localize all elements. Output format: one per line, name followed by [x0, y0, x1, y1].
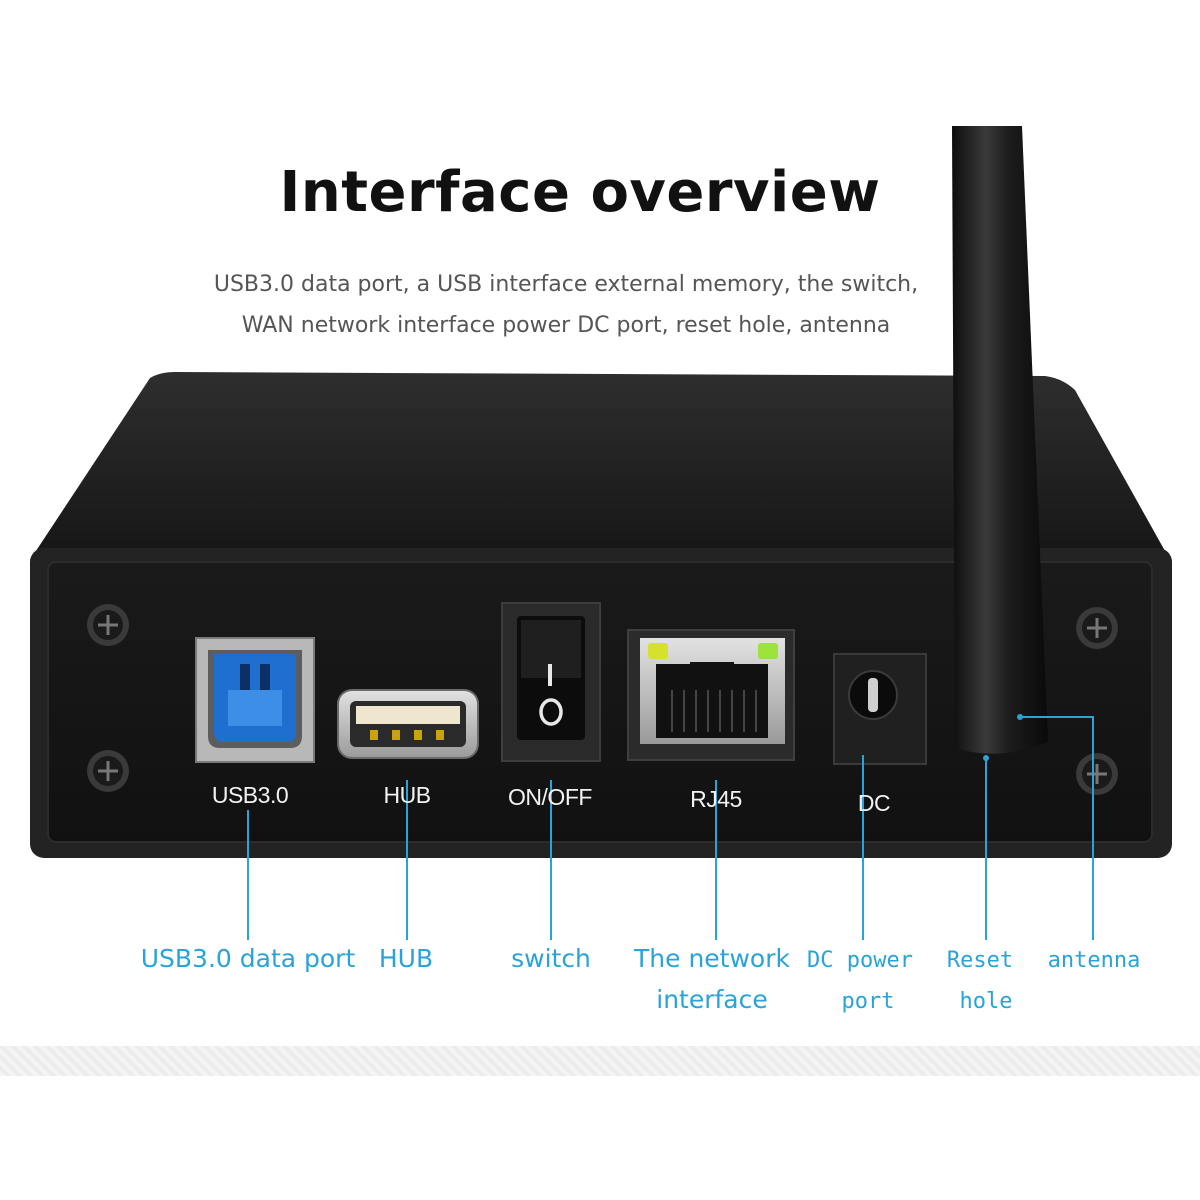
- callout-switch: switch: [511, 944, 591, 973]
- subtitle-line-2: WAN network interface power DC port, res…: [241, 313, 891, 338]
- callout-usb30-data-port: USB3.0 data port: [140, 944, 356, 973]
- callout-leader-lines: [247, 716, 1094, 940]
- screw-icon: [1076, 753, 1118, 795]
- subtitle-line-1: USB3.0 data port, a USB interface extern…: [213, 272, 919, 297]
- antenna-icon: [952, 126, 1048, 754]
- screw-icon: [87, 750, 129, 792]
- power-switch-icon: [501, 602, 601, 762]
- usb3-port-icon: [195, 637, 315, 763]
- usb30-panel-label: USB3.0: [211, 782, 289, 808]
- page-title: Interface overview: [279, 160, 881, 225]
- callout-dc-line-1: DC power: [807, 948, 913, 973]
- device-top: [30, 372, 1170, 560]
- rj45-panel-label: RJ45: [690, 786, 742, 812]
- callout-dc-line-2: port: [841, 989, 895, 1014]
- callout-network-line-2: interface: [656, 985, 768, 1014]
- callout-network-line-1: The network: [634, 944, 790, 973]
- hub-port-icon: [337, 689, 479, 759]
- screw-icon: [1076, 607, 1118, 649]
- section-divider: [0, 1046, 1200, 1076]
- screw-icon: [87, 604, 129, 646]
- dc-jack-icon: [833, 653, 927, 765]
- callout-reset-line-1: Reset: [946, 948, 1014, 973]
- callout-antenna: antenna: [1047, 948, 1141, 973]
- rj45-port-icon: [627, 629, 795, 761]
- callout-reset-line-2: hole: [959, 989, 1013, 1014]
- callout-hub: HUB: [378, 944, 434, 973]
- hub-panel-label: HUB: [383, 782, 431, 808]
- dc-panel-label: DC: [857, 790, 891, 816]
- onoff-panel-label: ON/OFF: [508, 784, 592, 810]
